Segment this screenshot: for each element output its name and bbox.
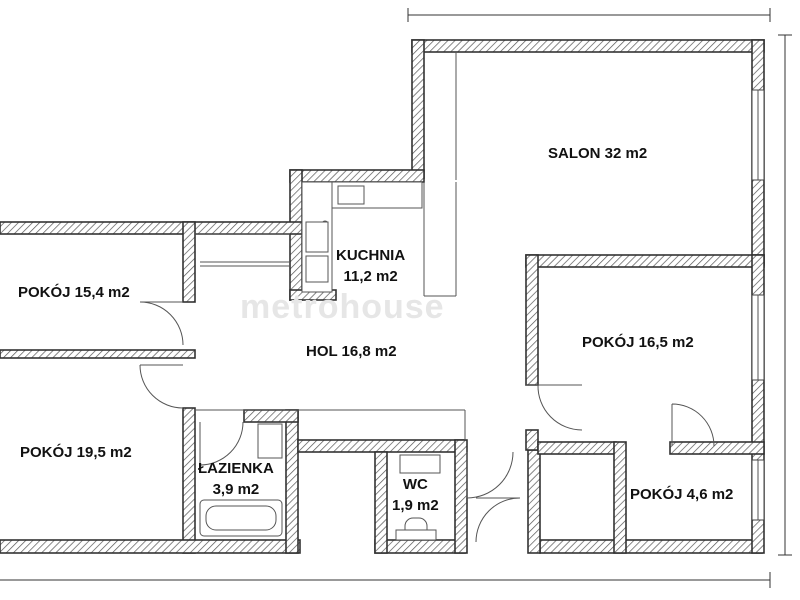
kuchnia-name: KUCHNIA [336,247,406,264]
wall-p16-top [525,254,765,268]
door-wc [466,451,514,499]
wc-name: WC [402,476,428,493]
room-label-wc: WC 1,9 m2 [392,474,439,516]
walls [0,39,765,554]
wall-pokoj15-right [182,221,196,303]
wall-left-top [0,221,303,235]
door-closet [475,497,521,543]
wall-closet-right [527,449,541,554]
wc-area: 1,9 m2 [392,497,439,514]
wall-wc-left [374,451,388,554]
lazienka-name: ŁAZIENKA [198,460,274,477]
partitions [195,52,538,440]
wall-left-divider [0,349,196,359]
room-label-pokoj-19: POKÓJ 19,5 m2 [20,444,132,461]
door-pokoj15 [139,301,184,346]
windows [751,89,765,521]
room-label-pokoj-4: POKÓJ 4,6 m2 [630,486,734,503]
doors [139,301,715,543]
lazienka-area: 3,9 m2 [212,481,260,498]
kitchen-fixtures [301,181,423,293]
wall-p16-left [525,254,539,386]
wall-p16-bottom-a [537,441,617,455]
bathroom-fixtures [199,423,441,541]
dimension-lines [0,8,792,588]
wall-salon-left [411,39,425,179]
wall-kitchen-left [289,169,303,301]
wall-bath-top [243,409,299,423]
wall-bottom-right [539,539,763,554]
wall-wc-right [454,439,468,554]
room-label-kuchnia: KUCHNIA 11,2 m2 [336,245,405,287]
wall-p16-left-low [525,429,539,451]
door-bath [199,421,244,466]
door-pokoj4 [671,403,715,447]
wall-pokoj19-right [182,407,196,554]
wall-corridor-top [297,439,466,453]
wall-p4-left [613,441,627,554]
sink-icon [337,185,365,205]
wall-kitchen-top [289,169,425,183]
room-label-hol: HOL 16,8 m2 [306,343,397,360]
kuchnia-area: 11,2 m2 [343,268,398,285]
wall-bath-right [285,409,299,554]
bath-sink-icon [257,423,283,459]
door-pokoj16 [537,384,583,431]
wall-salon-top [411,39,765,53]
wall-bottom-wc [374,539,466,554]
door-pokoj19 [139,364,184,409]
room-label-pokoj-16: POKÓJ 16,5 m2 [582,334,694,351]
room-label-salon: SALON 32 m2 [548,145,648,162]
wc-sink-icon [399,454,441,474]
watermark: metrohouse [240,288,445,326]
wall-bottom-left [0,539,301,554]
room-label-pokoj-15: POKÓJ 15,4 m2 [18,284,130,301]
wall-p16-bottom-b [669,441,765,455]
stove-icon [305,221,329,253]
room-label-lazienka: ŁAZIENKA 3,9 m2 [198,458,274,500]
